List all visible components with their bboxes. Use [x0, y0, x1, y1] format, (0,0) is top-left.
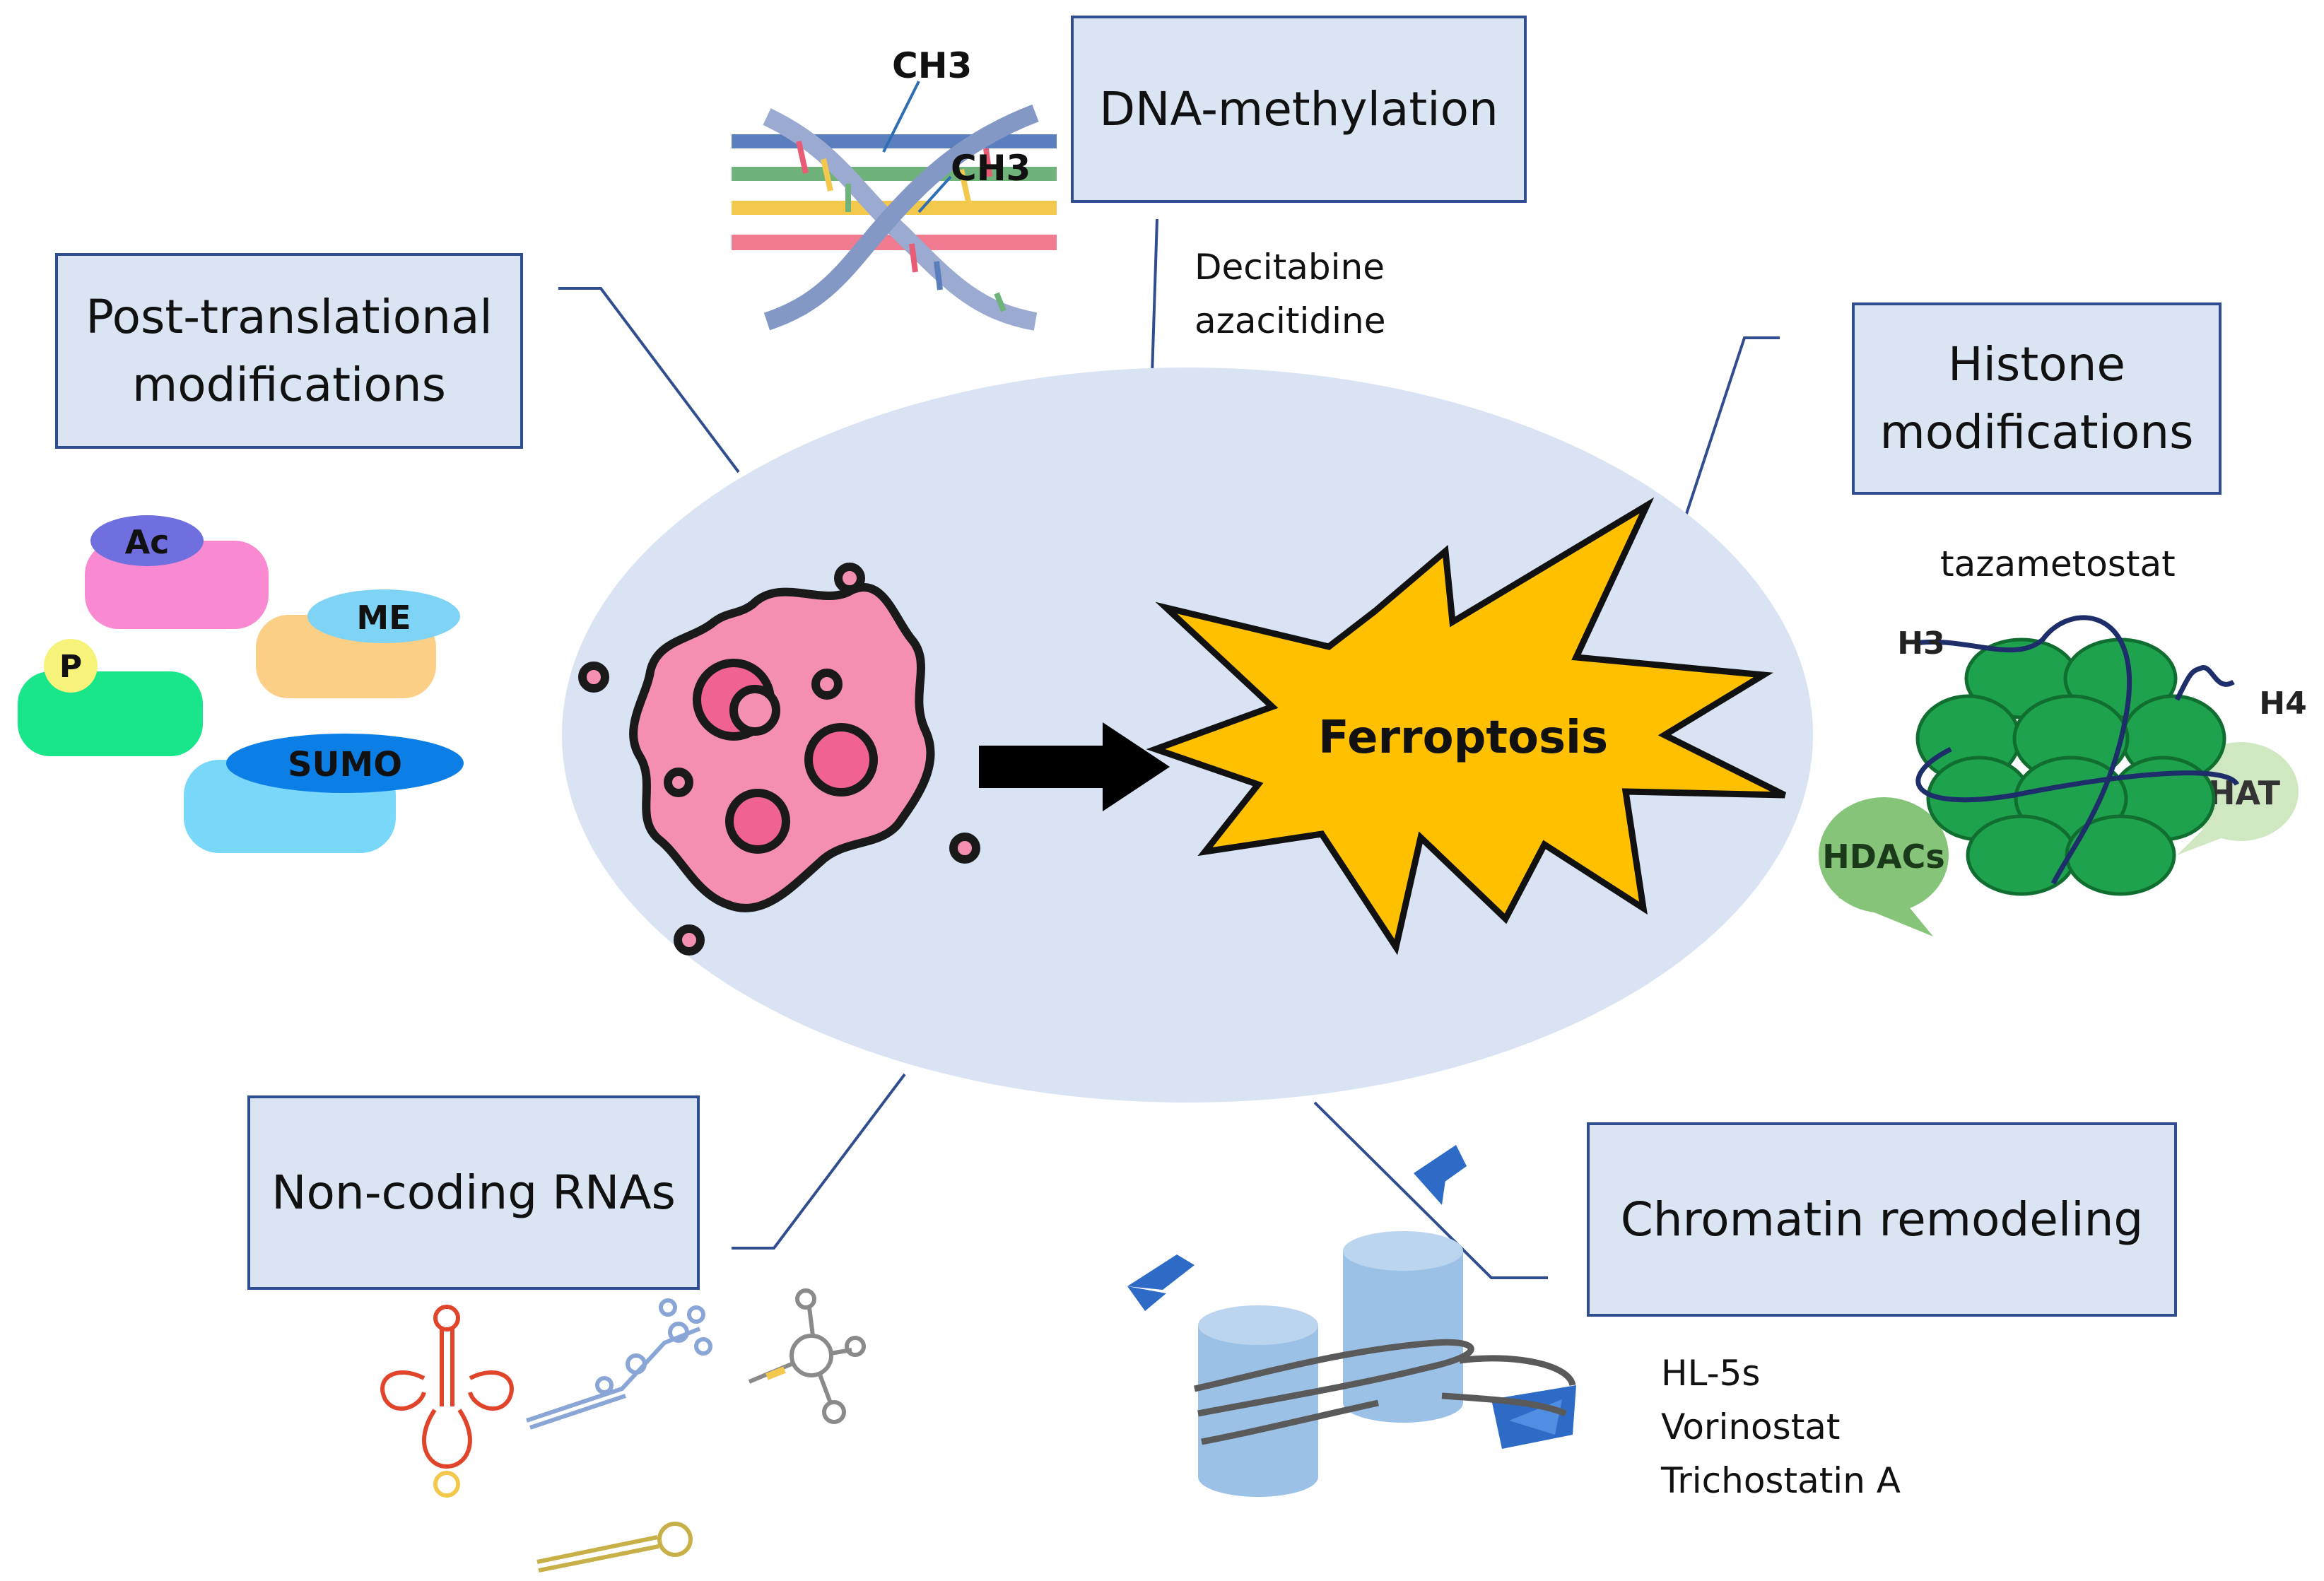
cell-icon	[578, 563, 980, 956]
non-coding-rnas-title: Non-coding RNAs	[271, 1165, 676, 1220]
hdacs-label: HDACs	[1822, 837, 1944, 876]
post-translational-box: Post-translational modifications	[55, 253, 523, 449]
non-coding-rnas-box: Non-coding RNAs	[247, 1095, 700, 1290]
rna-structures-icon	[380, 1288, 866, 1573]
ch3-label-top: CH3	[892, 45, 972, 86]
histone-modifications-title: Histone modifications	[1879, 337, 2194, 459]
chromatin-remodeling-drugs: HL-5s Vorinostat Trichostatin A	[1661, 1353, 1901, 1501]
dna-helix-icon: CH3 CH3	[732, 45, 1057, 331]
h4-label: H4	[2259, 686, 2306, 722]
chromatin-icon	[1127, 1145, 1576, 1497]
dna-methylation-box: DNA-methylation	[1071, 16, 1527, 203]
ferroptosis-label: Ferroptosis	[1318, 712, 1608, 764]
connector-dna	[1151, 218, 1158, 375]
cell-body	[629, 583, 935, 912]
histone-modifications-drugs: tazametostat	[1940, 543, 2176, 584]
ch3-label-bottom: CH3	[951, 148, 1031, 189]
dna-methylation-drugs: Decitabine azacitidine	[1195, 247, 1386, 341]
arrow-icon	[979, 722, 1170, 811]
chromatin-remodeling-box: Chromatin remodeling	[1587, 1122, 2177, 1317]
hat-label: HAT	[2208, 774, 2281, 812]
post-translational-title: Post-translational modifications	[86, 289, 493, 412]
connector-lines	[558, 218, 1780, 1279]
ptm-p-label: P	[59, 649, 82, 685]
dna-methylation-title: DNA-methylation	[1099, 81, 1498, 136]
connector-ptm	[558, 287, 740, 474]
connector-histone	[1684, 336, 1780, 517]
h3-label: H3	[1897, 625, 1944, 662]
connector-ncrna	[732, 1073, 906, 1250]
ptm-sumo-label: SUMO	[288, 745, 402, 784]
burst-icon	[1146, 497, 1787, 956]
histone-modifications-box: Histone modifications	[1852, 302, 2222, 495]
chromatin-remodeling-title: Chromatin remodeling	[1620, 1192, 2144, 1247]
ptm-me-label: ME	[356, 599, 411, 637]
ptm-blocks-icon: Ac ME P SUMO	[18, 515, 464, 853]
ptm-ac-label: Ac	[125, 523, 170, 561]
nucleosome-icon: HDACs HAT H3 H4	[1819, 615, 2307, 936]
connector-chromatin	[1313, 1101, 1548, 1279]
